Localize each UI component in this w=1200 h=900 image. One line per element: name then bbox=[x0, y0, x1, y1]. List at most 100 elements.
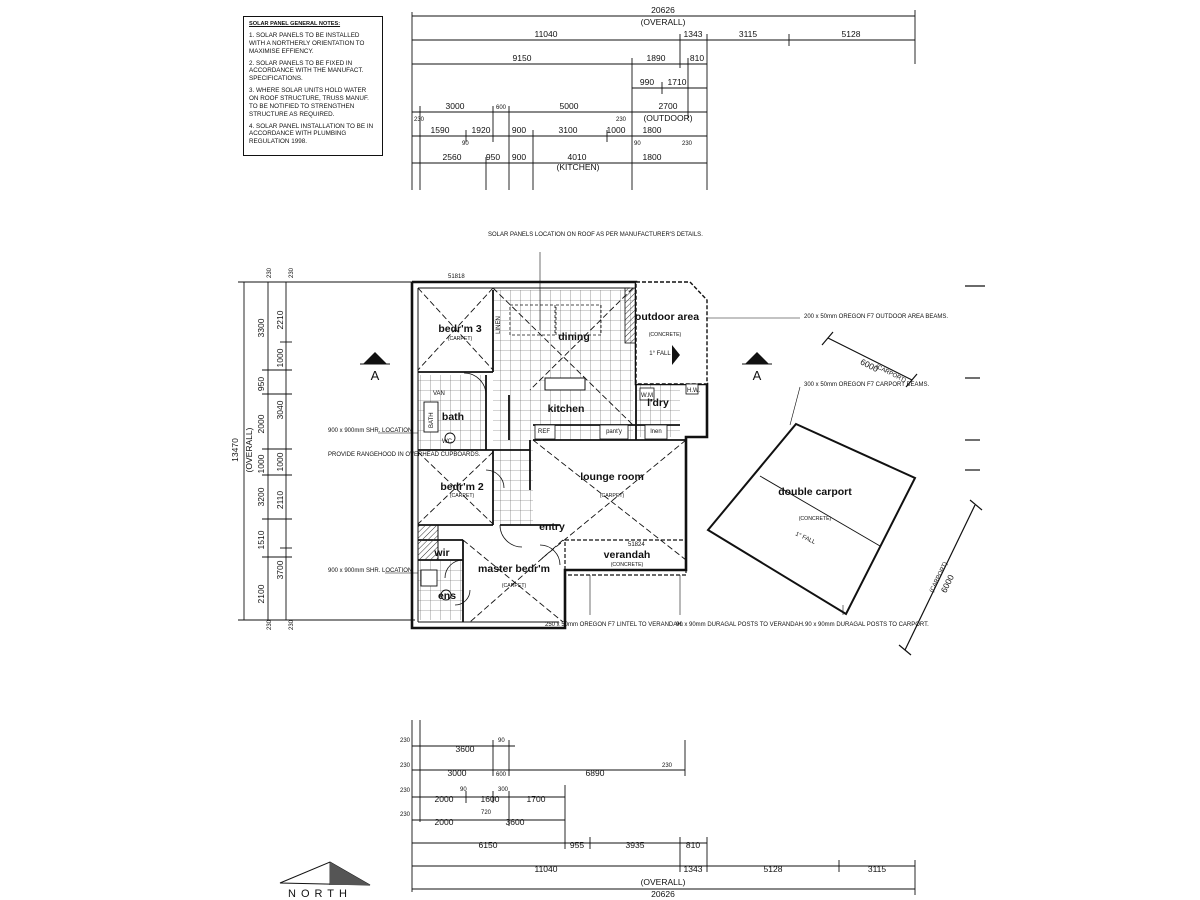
dim-top-overall-label: (OVERALL) bbox=[641, 17, 686, 27]
verandah-slab bbox=[564, 539, 687, 576]
dim-bot-2000a: 2000 bbox=[435, 794, 454, 804]
fixture-bathtub-label: BATH bbox=[429, 412, 435, 428]
room-bedroom-3: bedr'm 3 bbox=[438, 323, 482, 335]
dim-left-1000: 1000 bbox=[256, 454, 266, 473]
surface-verandah: (CONCRETE) bbox=[611, 562, 644, 568]
surface-bedroom-2: (CARPET) bbox=[450, 493, 475, 499]
fixture-wc: WC bbox=[442, 439, 453, 445]
room-wir: wir bbox=[433, 547, 449, 559]
hall-tiles bbox=[493, 440, 533, 525]
dim-top-1710: 1710 bbox=[668, 77, 687, 87]
dim-bot-230d: 230 bbox=[400, 812, 411, 818]
note-1: 1. SOLAR PANELS TO BE INSTALLED WITH A N… bbox=[249, 31, 365, 55]
fall-arrow-outdoor bbox=[672, 345, 680, 365]
dim-bot-3600b: 3600 bbox=[506, 817, 525, 827]
dim-top-600: 600 bbox=[496, 105, 507, 111]
dim-top-1800b: 1800 bbox=[643, 152, 662, 162]
dim-top-810: 810 bbox=[690, 53, 704, 63]
dim-left-2000: 2000 bbox=[256, 414, 266, 433]
room-bedroom-2: bedr'm 2 bbox=[440, 481, 484, 493]
room-labels: bedr'm 3 (CARPET) dining outdoor area (C… bbox=[429, 274, 700, 602]
surface-bedroom-3: (CARPET) bbox=[448, 336, 473, 342]
dim-top-230: 230 bbox=[414, 117, 425, 123]
dim-top-90b: 90 bbox=[634, 141, 641, 147]
fall-outdoor: 1° FALL bbox=[649, 351, 671, 357]
dim-bot-955: 955 bbox=[570, 840, 584, 850]
dim-bot-2000b: 2000 bbox=[435, 817, 454, 827]
dim-bot-720: 720 bbox=[481, 810, 492, 816]
dim-bot-11040: 11040 bbox=[534, 864, 557, 874]
dim-left-overall-label: (OVERALL) bbox=[244, 427, 254, 472]
room-entry: entry bbox=[539, 521, 565, 533]
dim-bot-90a: 90 bbox=[498, 738, 505, 744]
annotation-shower-1: 900 x 900mm SHR. LOCATION bbox=[328, 428, 412, 434]
dim-top-950: 950 bbox=[486, 152, 500, 162]
dim-bot-overall-label: (OVERALL) bbox=[641, 877, 686, 887]
annotation-shower-2: 900 x 900mm SHR. LOCATION bbox=[328, 568, 412, 574]
dim-top-1800a: 1800 bbox=[643, 125, 662, 135]
left-dimensions bbox=[238, 281, 415, 621]
dim-left-3040: 3040 bbox=[275, 400, 285, 419]
dim-left-3700: 3700 bbox=[275, 560, 285, 579]
top-dimension-labels: 20626 (OVERALL) 11040 1343 3115 5128 915… bbox=[414, 5, 861, 172]
solar-panel-2 bbox=[555, 304, 602, 336]
wir-hatch bbox=[417, 524, 439, 561]
dim-bot-810: 810 bbox=[686, 840, 700, 850]
dim-left-230a: 230 bbox=[267, 267, 273, 278]
room-bath: bath bbox=[442, 411, 464, 423]
section-marker-left: A bbox=[360, 352, 390, 383]
fridge-space bbox=[534, 424, 556, 440]
dim-bot-300: 300 bbox=[498, 787, 509, 793]
top-dimensions bbox=[411, 10, 916, 190]
note-3: 3. WHERE SOLAR UNITS HOLD WATER ON ROOF … bbox=[249, 87, 369, 118]
dim-top-900a: 900 bbox=[512, 125, 526, 135]
solar-panel-notes: SOLAR PANEL GENERAL NOTES: 1. SOLAR PANE… bbox=[243, 16, 383, 156]
fixture-hot-water: H.W. bbox=[687, 388, 700, 394]
dim-top-1000: 1000 bbox=[607, 125, 626, 135]
dim-top-5000: 5000 bbox=[560, 101, 579, 111]
room-kitchen: kitchen bbox=[548, 403, 585, 415]
dim-bot-1600: 1600 bbox=[481, 794, 500, 804]
dim-bot-6150: 6150 bbox=[479, 840, 498, 850]
section-marker-right: A bbox=[742, 352, 772, 383]
surface-outdoor: (CONCRETE) bbox=[649, 332, 682, 338]
room-lounge: lounge room bbox=[580, 471, 644, 483]
north-label: NORTH bbox=[288, 888, 352, 900]
dim-top-9150: 9150 bbox=[513, 53, 532, 63]
dim-bot-230b: 230 bbox=[400, 763, 411, 769]
fixture-ref: REF bbox=[538, 429, 550, 435]
dim-left-3200: 3200 bbox=[256, 487, 266, 506]
north-arrow: NORTH bbox=[279, 861, 371, 900]
annotation-carport-beams: 300 x 50mm OREGON F7 CARPORT BEAMS. bbox=[804, 382, 929, 388]
dim-left-2100: 2100 bbox=[256, 584, 266, 603]
double-carport: double carport (CONCRETE) 1° FALL 6000 (… bbox=[706, 331, 983, 656]
pantry-space bbox=[599, 424, 629, 440]
dim-top-230b: 230 bbox=[616, 117, 627, 123]
dim-top-1343: 1343 bbox=[684, 29, 703, 39]
dim-bot-3115: 3115 bbox=[868, 864, 887, 874]
dim-bot-3600a: 3600 bbox=[456, 744, 475, 754]
dim-left-950: 950 bbox=[256, 377, 266, 391]
dim-top-990: 990 bbox=[640, 77, 654, 87]
dim-top-1590: 1590 bbox=[431, 125, 450, 135]
wall-code-bottom: 51824 bbox=[628, 542, 645, 548]
dim-top-3000: 3000 bbox=[446, 101, 465, 111]
bath-toilet bbox=[444, 432, 456, 444]
room-verandah: verandah bbox=[604, 549, 651, 561]
dim-left-230b: 230 bbox=[289, 267, 295, 278]
dim-top-4010: 4010 bbox=[568, 152, 587, 162]
dim-top-1920: 1920 bbox=[472, 125, 491, 135]
surface-lounge: (CARPET) bbox=[600, 493, 625, 499]
annotation-solar-location: SOLAR PANELS LOCATION ON ROOF AS PER MAN… bbox=[488, 232, 703, 238]
dim-left-3300: 3300 bbox=[256, 318, 266, 337]
dim-top-overall: 20626 bbox=[651, 5, 675, 15]
ensuite-shower bbox=[420, 569, 438, 587]
annotation-rangehood: PROVIDE RANGEHOOD IN OVERHEAD CUPBOARDS. bbox=[328, 452, 481, 458]
room-laundry: l'dry bbox=[647, 397, 669, 409]
fixture-pantry: pant'y bbox=[606, 429, 622, 435]
surface-carport: (CONCRETE) bbox=[799, 516, 832, 522]
dim-left-2110: 2110 bbox=[275, 491, 285, 510]
right-edge-marks bbox=[965, 285, 985, 471]
section-label-right: A bbox=[753, 368, 762, 383]
